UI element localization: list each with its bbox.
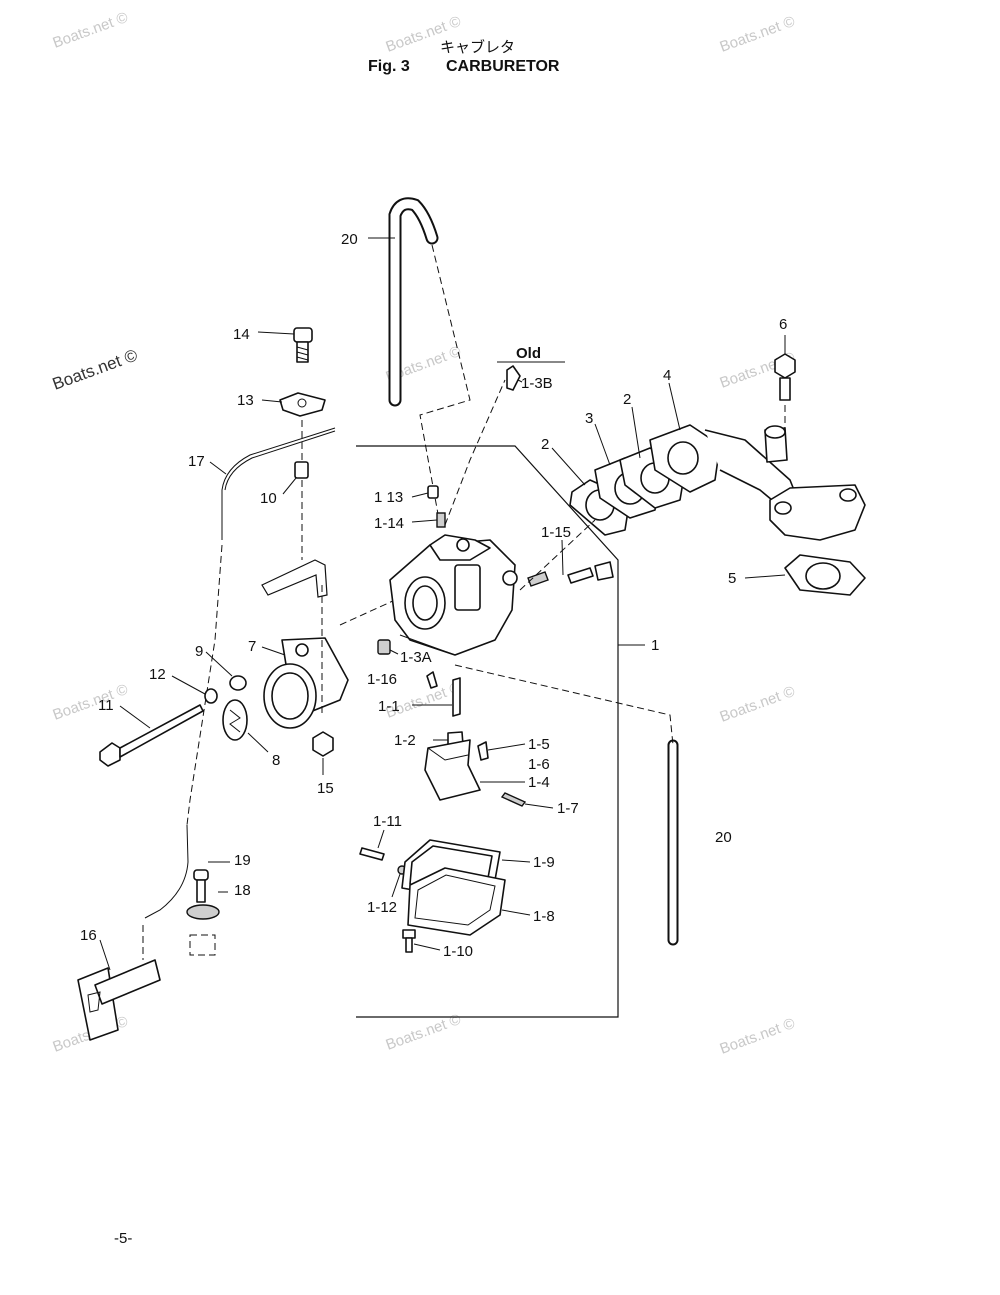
callout-18: 18: [234, 882, 251, 899]
float-1-4: [424, 739, 481, 801]
callout-6: 6: [779, 316, 787, 333]
callout-11: 11: [98, 697, 114, 714]
callout-15: 15: [317, 780, 334, 797]
spring-1-7: [500, 792, 527, 807]
callout-1-13: 1 13: [374, 489, 403, 506]
carburetor-body: [389, 534, 518, 656]
page-number: -5-: [114, 1230, 133, 1247]
leader-lines: [99, 237, 786, 971]
cable-path: [186, 544, 223, 826]
silencer-7: [263, 637, 349, 729]
callout-9: 9: [195, 643, 203, 660]
callout-13: 13: [237, 392, 254, 409]
callout-14: 14: [233, 326, 250, 343]
collar-10: [294, 461, 309, 479]
callout-1-12: 1-12: [367, 899, 397, 916]
title-japanese: キャブレタ: [440, 38, 516, 56]
screw-1-15: [527, 561, 614, 587]
callout-1-10: 1-10: [443, 943, 473, 960]
float-chamber-1-8: [407, 867, 506, 936]
washer-12: [204, 688, 218, 704]
callout-2-left: 2: [541, 436, 549, 453]
callout-1-15: 1-15: [541, 524, 571, 541]
assembly-frame: [356, 445, 619, 1018]
callout-1-3B: 1-3B: [521, 375, 553, 392]
callout-7: 7: [248, 638, 256, 655]
washer-18: [186, 904, 220, 920]
callout-1-8: 1-8: [533, 908, 555, 925]
hose-path: [419, 244, 471, 526]
pin-1-5: [477, 741, 489, 761]
callout-1-5: 1-5: [528, 736, 550, 753]
callout-12: 12: [149, 666, 166, 683]
callout-labels: 20 14 13 17 10 7 9 12 11 8 15 19 18 16 1…: [80, 231, 787, 960]
manifold-4: [649, 424, 866, 541]
gasket-8: [222, 699, 248, 741]
knob-16: [77, 959, 161, 1041]
callout-16: 16: [80, 927, 97, 944]
hose-upper: [388, 197, 439, 407]
needle-1-1: [452, 677, 461, 717]
hose-path: [454, 664, 674, 746]
callout-1: 1: [651, 637, 659, 654]
jet-1-3B: [506, 365, 521, 391]
watermark: Boats.net ©: [718, 13, 798, 56]
jet-1-3A: [377, 639, 391, 655]
old-label: Old: [516, 345, 541, 362]
plate-13: [279, 392, 326, 417]
callout-1-3A: 1-3A: [400, 649, 432, 666]
callout-5: 5: [728, 570, 736, 587]
spring-1-14: [436, 512, 446, 528]
bolt-11: [99, 704, 204, 767]
watermark: Boats.net ©: [718, 683, 798, 726]
callout-1-11: 1-11: [373, 813, 402, 830]
callout-20-upper: 20: [341, 231, 358, 248]
callout-3: 3: [585, 410, 593, 427]
screw-19: [193, 869, 209, 903]
cable-17: [221, 427, 336, 540]
callout-1-2: 1-2: [394, 732, 416, 749]
callout-1-4: 1-4: [528, 774, 550, 791]
tube-outline: [261, 559, 328, 598]
callout-8: 8: [272, 752, 280, 769]
callout-1-7: 1-7: [557, 800, 579, 817]
nut-15: [312, 731, 334, 757]
screw-1-11: [359, 847, 385, 861]
figure-name: CARBURETOR: [446, 58, 560, 75]
watermark: Boats.net ©: [50, 345, 141, 393]
callout-4: 4: [663, 367, 671, 384]
callout-1-9: 1-9: [533, 854, 555, 871]
figure-title: Fig. 3 CARBURETOR: [368, 58, 559, 76]
watermark: Boats.net ©: [51, 681, 131, 724]
callout-20-lower: 20: [715, 829, 732, 846]
screw-1-10: [402, 929, 416, 953]
watermark: Boats.net ©: [384, 13, 464, 56]
grommet-9: [229, 675, 247, 691]
bolt-6: [774, 353, 796, 401]
callout-17: 17: [188, 453, 205, 470]
screw-14: [293, 327, 313, 363]
callout-1-14: 1-14: [374, 515, 404, 532]
callout-19: 19: [234, 852, 251, 869]
watermark: Boats.net ©: [51, 9, 131, 52]
callout-1-6: 1-6: [528, 756, 550, 773]
figure-number: Fig. 3: [368, 58, 410, 75]
callout-10: 10: [260, 490, 277, 507]
callout-1-16: 1-16: [367, 671, 397, 688]
part-1-16: [426, 671, 438, 689]
callout-1-1: 1-1: [378, 698, 400, 715]
watermark: Boats.net ©: [718, 1015, 798, 1058]
screw-1-13: [427, 485, 439, 499]
callout-2-right: 2: [623, 391, 631, 408]
